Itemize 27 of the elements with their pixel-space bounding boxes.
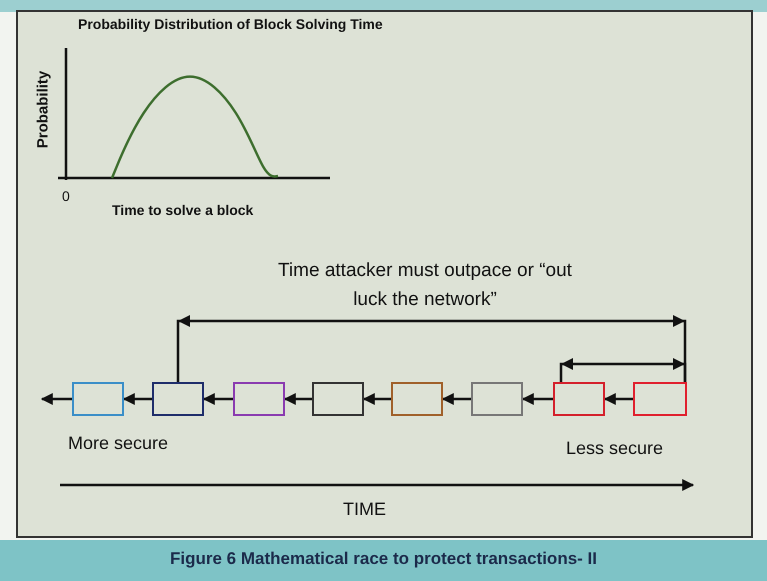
block-box bbox=[553, 382, 605, 416]
span-arrow bbox=[176, 315, 686, 382]
axis-label: TIME bbox=[343, 499, 386, 520]
block-box bbox=[391, 382, 443, 416]
chart-title: Probability Distribution of Block Solving Time bbox=[78, 16, 383, 32]
tick-label: 0 bbox=[62, 188, 70, 204]
arrow bbox=[202, 393, 233, 405]
side-label: Less secure bbox=[566, 438, 664, 459]
block-box bbox=[152, 382, 204, 416]
arrow bbox=[362, 393, 391, 405]
block-box bbox=[471, 382, 523, 416]
block-box bbox=[233, 382, 285, 416]
side-label: More secure bbox=[68, 433, 168, 454]
arrow bbox=[442, 393, 471, 405]
figure-caption: Figure 6 Mathematical race to protect transactions- II bbox=[168, 549, 598, 569]
arrow bbox=[604, 393, 633, 405]
block-box bbox=[633, 382, 687, 416]
block-box bbox=[312, 382, 364, 416]
axis-label: Time to solve a block bbox=[112, 202, 254, 218]
span-arrow bbox=[560, 358, 686, 382]
axis-label: Probability bbox=[34, 70, 52, 150]
arrow bbox=[522, 393, 553, 405]
arrow bbox=[122, 393, 152, 405]
arrow bbox=[40, 393, 72, 405]
block-box bbox=[72, 382, 124, 416]
span-label: Time attacker must outpace or “out luck the network” bbox=[277, 259, 573, 312]
arrow bbox=[284, 393, 312, 405]
